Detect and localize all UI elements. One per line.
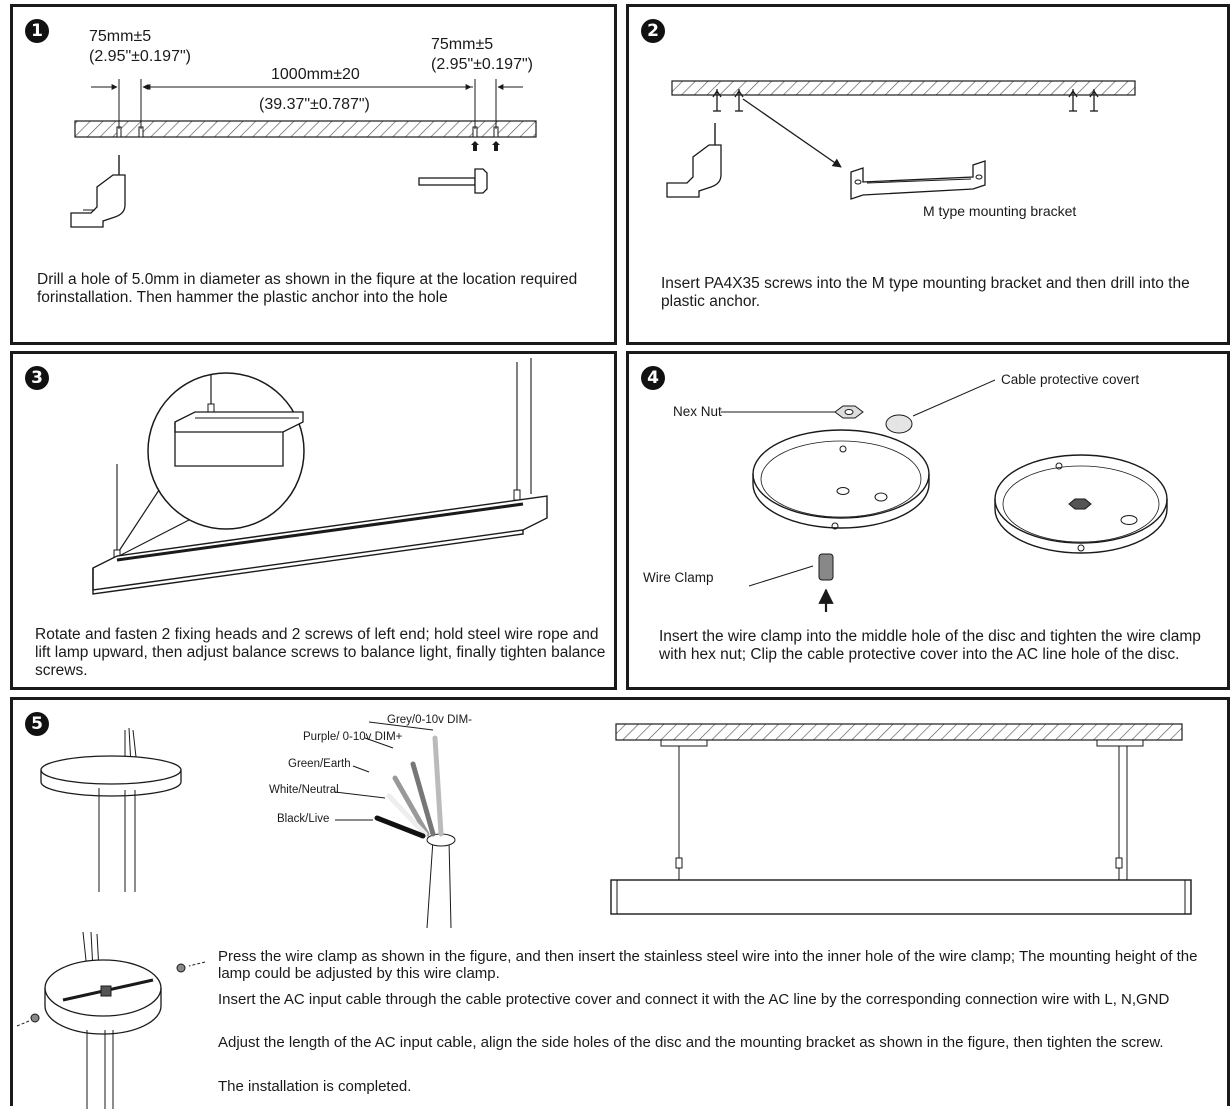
center-spacing-imperial: (39.37"±0.787")	[259, 96, 370, 113]
bracket-mounting-diagram	[666, 80, 1136, 200]
step-number-4: 4	[641, 366, 665, 390]
wire-white-label: White/Neutral	[269, 784, 339, 796]
center-spacing-metric: 1000mm±20	[271, 66, 360, 83]
wire-grey-label: Grey/0-10v DIM-	[387, 714, 472, 726]
step-3-panel: 3 Rotate and fasten 2 fixing heads and 2…	[10, 351, 617, 690]
step-5-paragraph-2: Insert the AC input cable through the ca…	[218, 991, 1170, 1008]
drilling-diagram	[70, 79, 537, 228]
step-5-paragraph-4: The installation is completed.	[218, 1078, 412, 1095]
right-spacing-metric: 75mm±5	[431, 36, 494, 53]
cable-cover-label: Cable protective covert	[1001, 372, 1140, 387]
disc-assembly-diagram	[721, 379, 1168, 612]
step-4-caption: Insert the wire clamp into the middle ho…	[659, 628, 1201, 663]
step-5-paragraph-3: Adjust the length of the AC input cable,…	[218, 1034, 1164, 1051]
step-number-3: 3	[25, 366, 49, 390]
lamp-hanging-diagram	[92, 358, 548, 595]
step-3-caption: Rotate and fasten 2 fixing heads and 2 s…	[35, 626, 606, 679]
step-2-caption: Insert PA4X35 screws into the M type mou…	[661, 275, 1190, 310]
step-5-panel: 5 Grey/0-10v DIM- Purple/ 0-10v DIM+ Gre…	[10, 697, 1230, 1109]
wire-clamp-label: Wire Clamp	[643, 570, 714, 585]
step-5-paragraph-1: Press the wire clamp as shown in the fig…	[218, 948, 1198, 982]
step-4-panel: 4 Nex Nut Cable protective covert Wire C…	[626, 351, 1230, 690]
step-1-caption: Drill a hole of 5.0mm in diameter as sho…	[37, 271, 578, 306]
wire-black-label: Black/Live	[277, 813, 330, 825]
left-spacing-imperial: (2.95"±0.197")	[89, 48, 191, 65]
left-spacing-metric: 75mm±5	[89, 28, 152, 45]
bracket-label: M type mounting bracket	[923, 203, 1077, 219]
wire-green-label: Green/Earth	[288, 758, 351, 770]
wire-purple-label: Purple/ 0-10v DIM+	[303, 731, 403, 743]
step-number-2: 2	[641, 19, 665, 43]
step-number-5: 5	[25, 712, 49, 736]
step-number-1: 1	[25, 19, 49, 43]
right-spacing-imperial: (2.95"±0.197")	[431, 56, 533, 73]
final-assembly-diagram	[16, 721, 1192, 1109]
hex-nut-label: Nex Nut	[673, 404, 722, 419]
step-1-panel: 1 75mm±5 (2.95"±0.197") 1000mm±20 (39.37…	[10, 4, 617, 345]
step-2-panel: 2 M type mounting bracket Insert PA4X35 …	[626, 4, 1230, 345]
